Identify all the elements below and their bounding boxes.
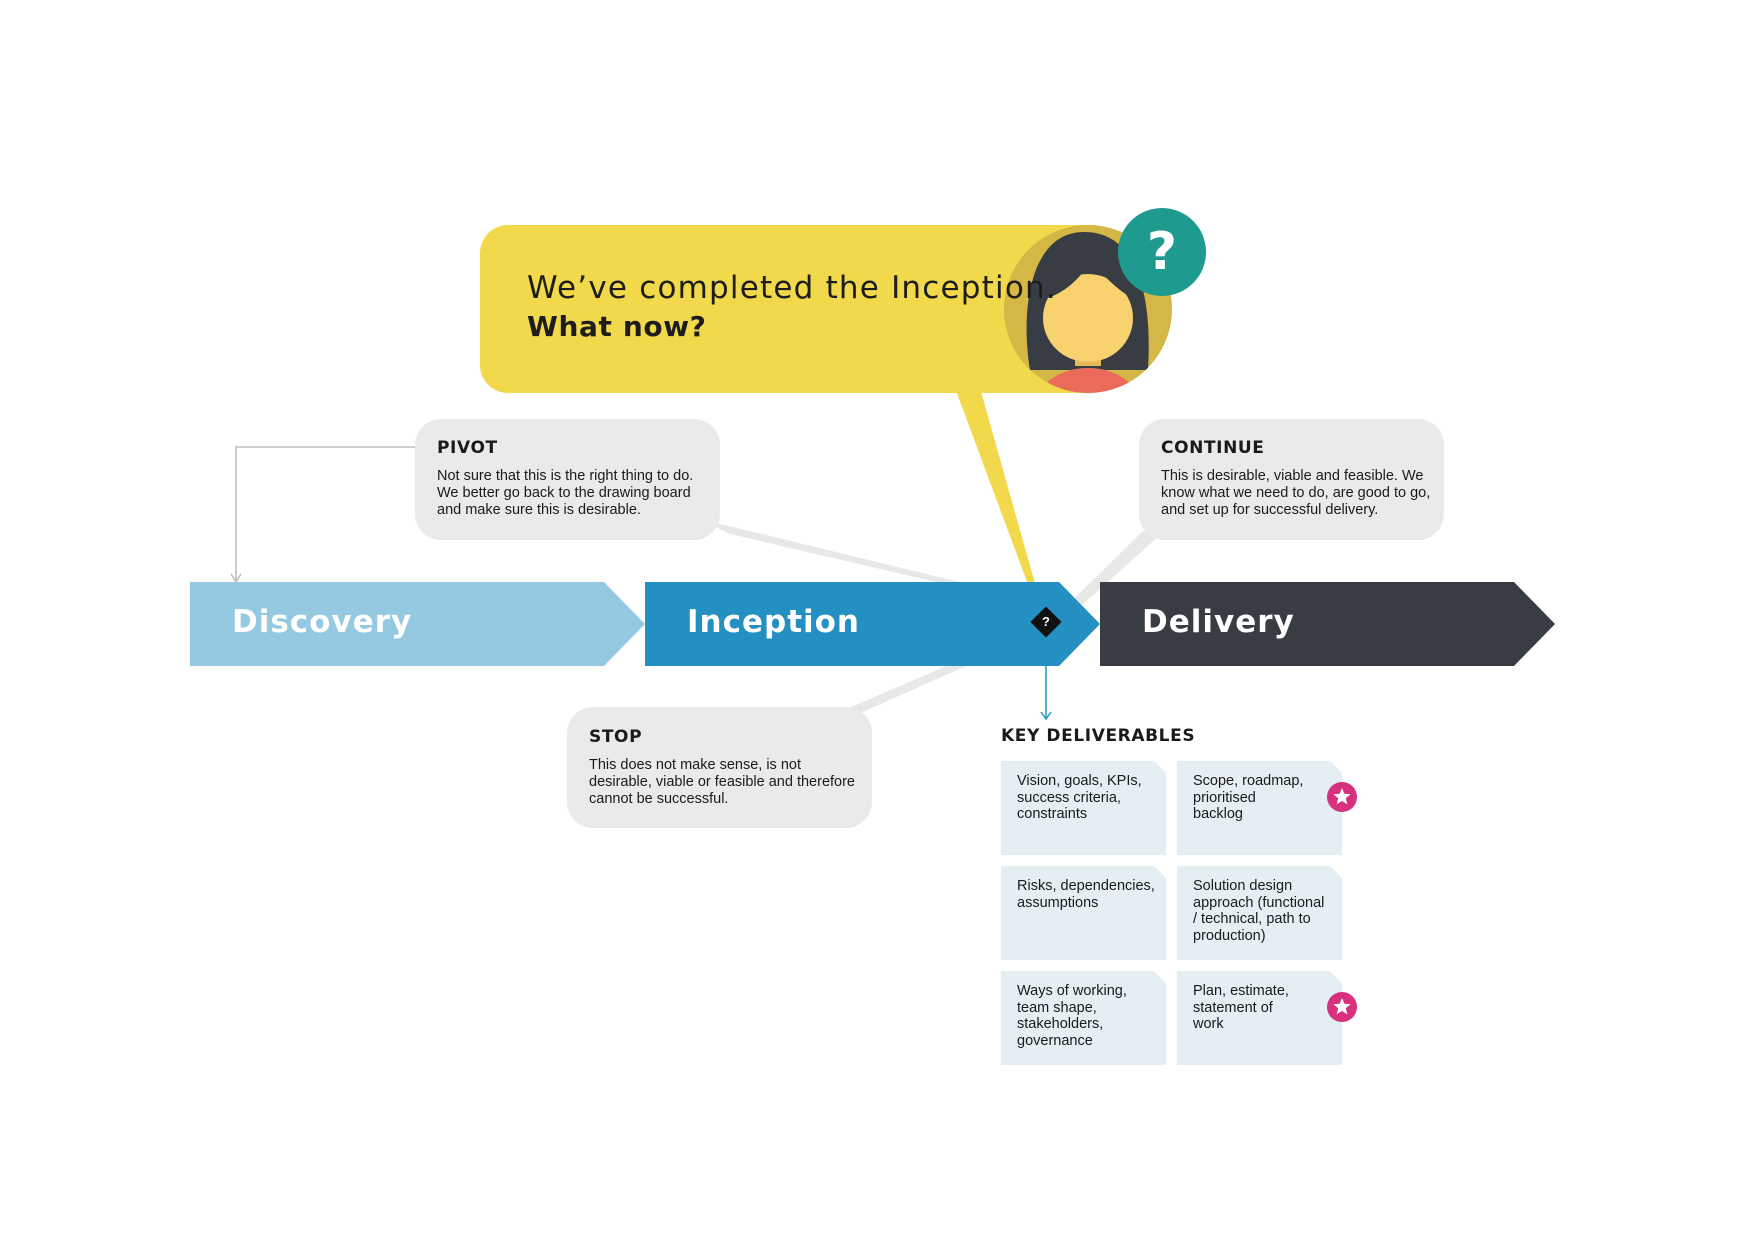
key-deliverables-title: KEY DELIVERABLES: [1001, 726, 1196, 746]
continue-connector: [1052, 531, 1160, 625]
speech-bubble: [480, 225, 1120, 393]
deliverable-card-text: Scope, roadmap, prioritised backlog: [1193, 773, 1304, 822]
decision-question-icon: ?: [1042, 614, 1050, 629]
continue-body: This is desirable, viable and feasible. …: [1161, 468, 1431, 518]
deliverable-card: [1001, 971, 1166, 1065]
pivot-title: PIVOT: [437, 438, 498, 458]
deliverable-card-text: Vision, goals, KPIs, success criteria, c…: [1017, 773, 1142, 822]
continue-title: CONTINUE: [1161, 438, 1265, 458]
discovery-label: Discovery: [232, 604, 413, 640]
deliverable-card: [1001, 866, 1166, 960]
continue-callout: [1139, 419, 1444, 540]
deliverable-card-text: Solution design approach (functional / t…: [1193, 878, 1325, 944]
deliverable-card: [1001, 761, 1166, 855]
stop-title: STOP: [589, 727, 643, 747]
help-badge-question-icon: ?: [1146, 222, 1178, 282]
delivery-label: Delivery: [1142, 604, 1295, 640]
deliverable-card: [1177, 866, 1342, 960]
deliverable-card-text: Plan, estimate, statement of work: [1193, 983, 1289, 1032]
inception-phase: [645, 582, 1100, 666]
inception-label: Inception: [687, 604, 861, 640]
deliverable-card: [1177, 971, 1342, 1065]
discovery-phase: [190, 582, 645, 666]
pivot-return-arrow: [235, 446, 415, 580]
deliverable-card: [1177, 761, 1342, 855]
deliverable-cards: [1001, 761, 1357, 1065]
pivot-callout: [415, 419, 720, 540]
speech-bubble-tail: [955, 388, 1043, 614]
help-badge: [1118, 208, 1206, 296]
deliverable-card-text: Risks, dependencies, assumptions: [1017, 878, 1155, 911]
star-icon: [1333, 998, 1351, 1015]
bubble-question: What now?: [527, 310, 707, 343]
star-icon: [1333, 788, 1351, 805]
deliverable-card-text: Ways of working, team shape, stakeholder…: [1017, 983, 1127, 1049]
stop-callout: [567, 707, 872, 828]
deliverables-arrowhead: [1040, 711, 1052, 721]
delivery-phase: [1100, 582, 1555, 666]
pivot-body: Not sure that this is the right thing to…: [437, 468, 694, 518]
bubble-statement: We’ve completed the Inception.: [527, 270, 1057, 306]
stop-body: This does not make sense, is not desirab…: [589, 757, 855, 807]
